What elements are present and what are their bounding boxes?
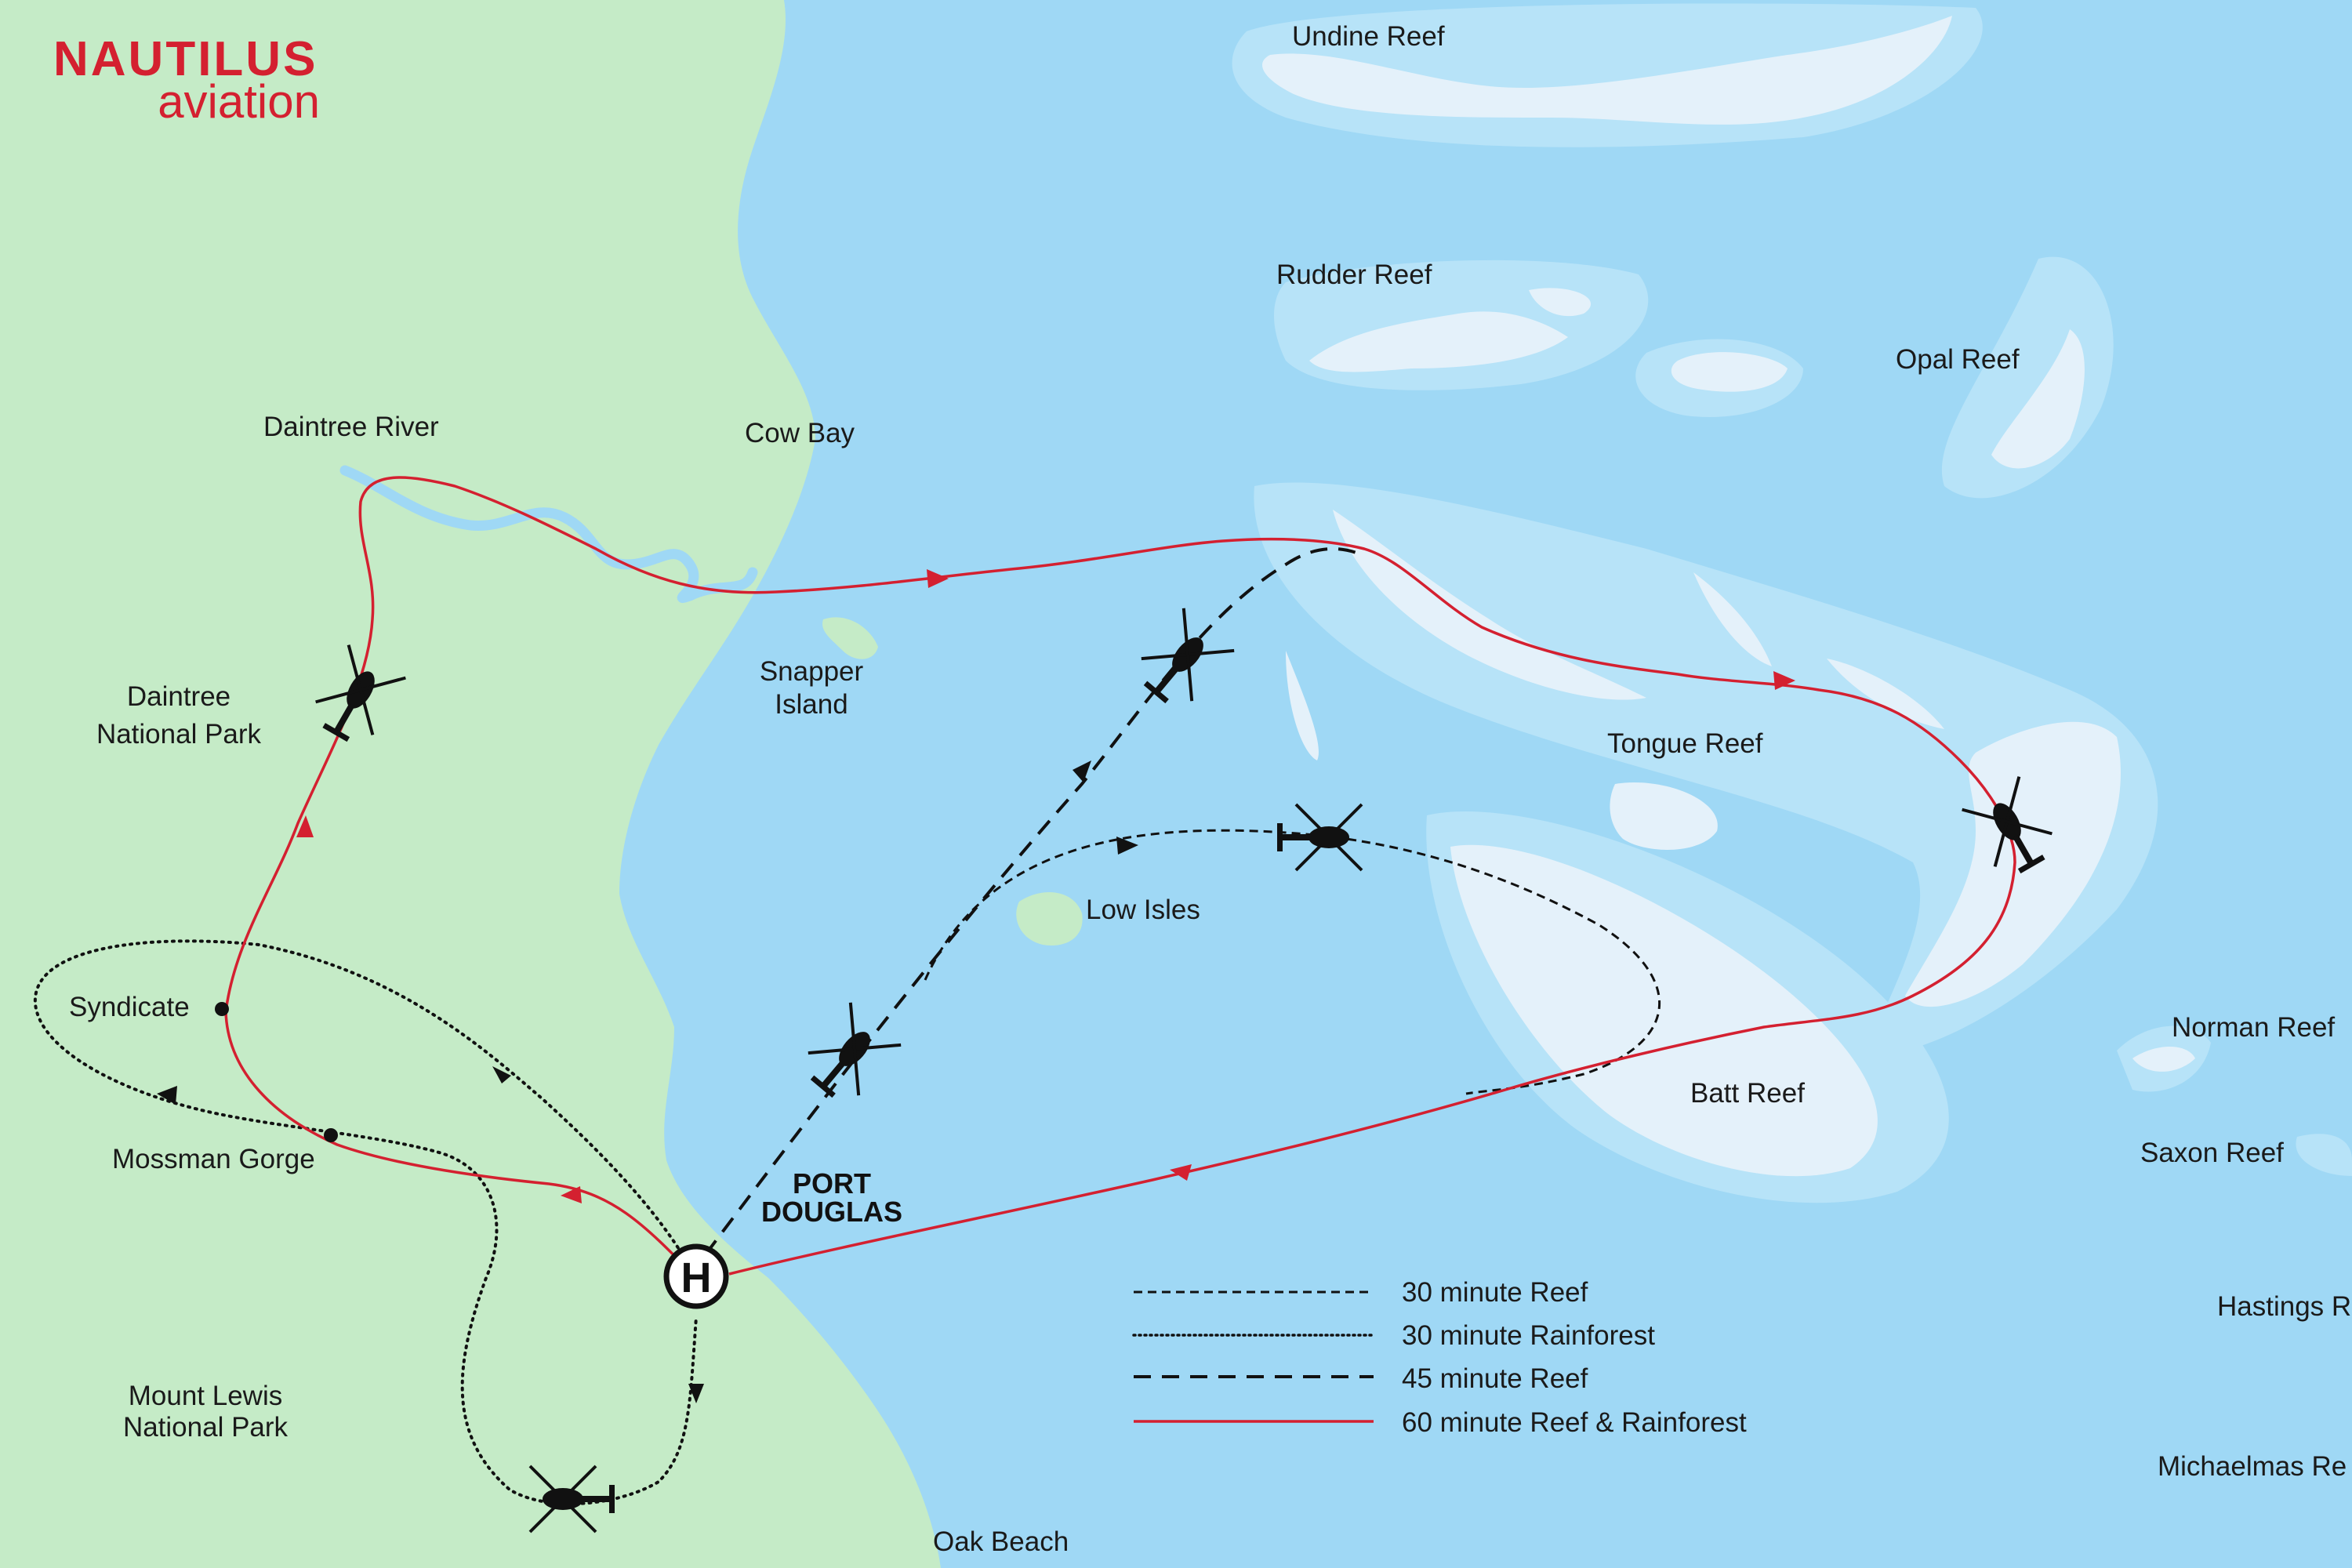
label-port-douglas-2: DOUGLAS [761,1196,902,1228]
label-undine-reef: Undine Reef [1292,21,1445,52]
label-low-isles: Low Isles [1086,895,1200,925]
legend-label-30min-rainforest: 30 minute Rainforest [1402,1320,1655,1351]
label-opal-reef: Opal Reef [1896,344,2020,375]
label-michaelmas-reef: Michaelmas Re [2158,1451,2347,1482]
daintree-river [339,465,758,604]
label-norman-reef: Norman Reef [2172,1012,2335,1043]
label-oak-beach: Oak Beach [933,1526,1069,1557]
label-mossman-gorge: Mossman Gorge [112,1144,315,1174]
legend: 30 minute Reef 30 minute Rainforest 45 m… [1132,1277,1747,1438]
label-batt-reef: Batt Reef [1690,1078,1805,1109]
syndicate-waypoint [215,1002,229,1016]
helipad-icon: H [663,1243,729,1309]
label-port-douglas-1: PORT [793,1167,871,1200]
label-daintree-np-2: National Park [96,719,262,750]
route-arrows [157,569,1795,1403]
label-mount-lewis-np-2: National Park [123,1412,289,1443]
brand-name: NAUTILUS [53,32,318,86]
reef-flats [1262,16,2195,1177]
label-cow-bay: Cow Bay [745,418,855,448]
snapper-island [822,617,878,659]
label-snapper-island-1: Snapper [760,656,864,687]
label-hastings-reef: Hastings R [2217,1291,2351,1322]
brand-sub: aviation [158,75,320,128]
label-mount-lewis-np-1: Mount Lewis [129,1381,282,1411]
label-daintree-river: Daintree River [263,412,439,442]
helipad-symbol: H [681,1254,712,1301]
label-rudder-reef: Rudder Reef [1276,260,1432,290]
mossman-gorge-waypoint [324,1128,338,1142]
legend-label-30min-reef: 30 minute Reef [1402,1277,1588,1308]
label-syndicate: Syndicate [69,992,190,1022]
label-saxon-reef: Saxon Reef [2140,1138,2284,1168]
low-isles-island [1016,892,1083,946]
route-45min-reef [704,547,1357,1256]
legend-label-45min-reef: 45 minute Reef [1402,1363,1588,1394]
label-tongue-reef: Tongue Reef [1607,728,1763,759]
label-snapper-island-2: Island [775,689,848,720]
mainland [0,0,941,1568]
label-daintree-np-1: Daintree [127,681,230,712]
route-60min-reef-rainforest [224,476,2016,1279]
route-30min-rainforest [33,939,698,1506]
legend-label-60min-reef-rainforest: 60 minute Reef & Rainforest [1402,1407,1747,1438]
route-30min-reef [924,829,1661,1095]
